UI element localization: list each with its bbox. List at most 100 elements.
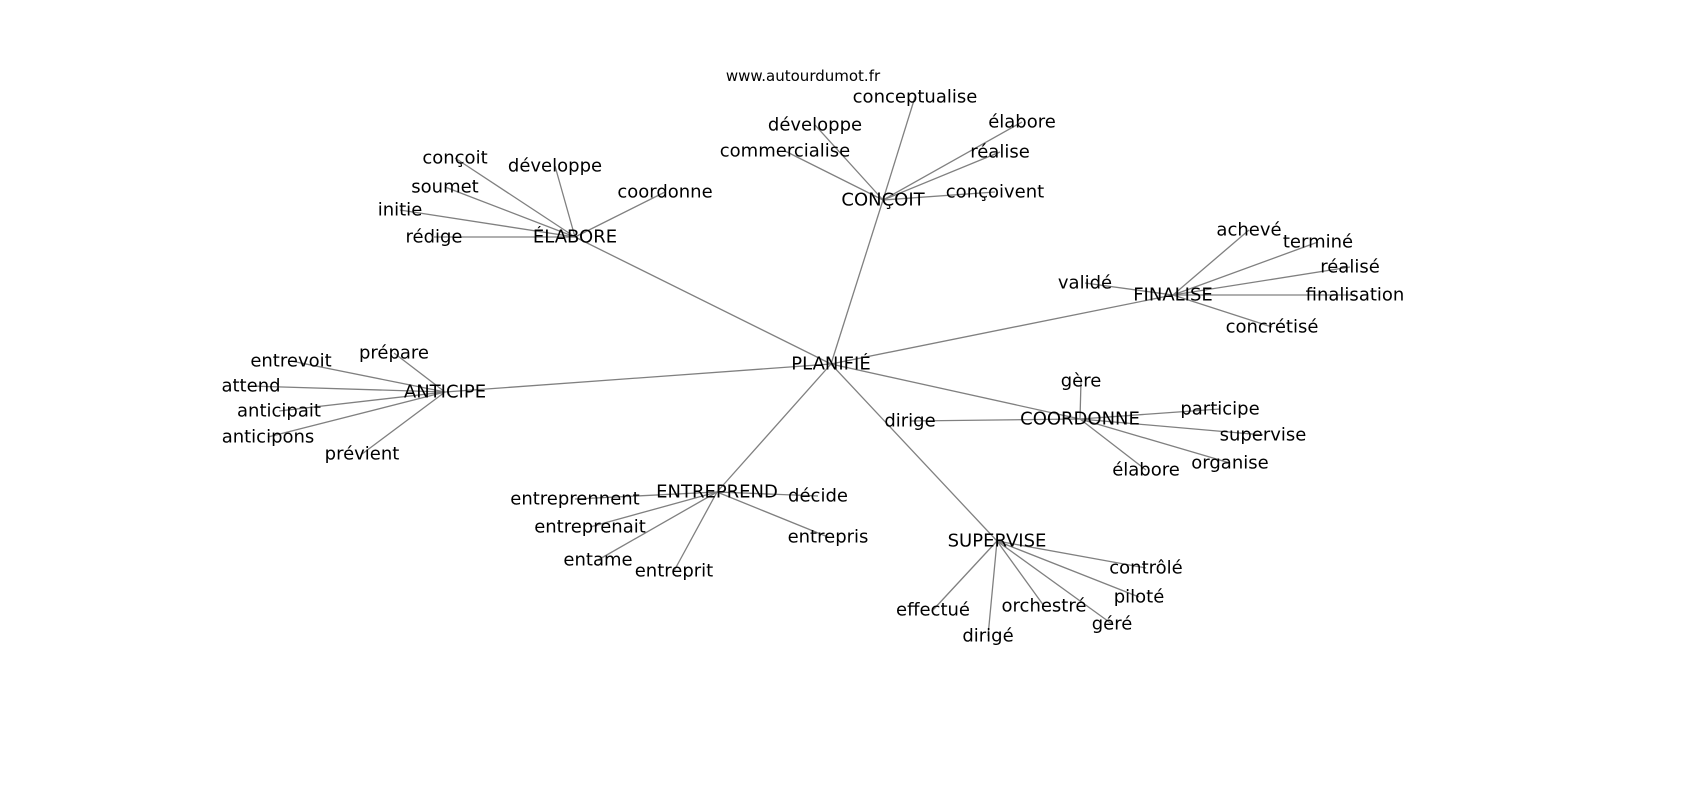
edge — [1084, 282, 1174, 296]
hub-node: ANTICIPE — [404, 382, 486, 403]
edge — [574, 491, 718, 500]
hub-node: ÉLABORE — [533, 226, 617, 248]
leaf-node: commercialise — [720, 141, 850, 162]
leaf-node: achevé — [1216, 220, 1281, 241]
edge — [290, 360, 446, 393]
edge — [454, 157, 576, 238]
leaf-node: conceptualise — [853, 87, 978, 108]
leaf-node: contrôlé — [1109, 558, 1182, 579]
leaf-node: finalisation — [1306, 285, 1405, 306]
leaf-node: géré — [1092, 614, 1133, 635]
edge — [597, 491, 718, 561]
edge — [673, 491, 718, 572]
hub-node: ENTREPREND — [656, 482, 778, 503]
edge — [1079, 418, 1264, 436]
edge — [996, 540, 1045, 607]
source-title: www.autourdumot.fr — [726, 67, 881, 85]
edge — [716, 363, 832, 493]
edge — [830, 363, 1081, 420]
leaf-node: rédige — [405, 227, 462, 248]
edge — [393, 352, 446, 393]
edge — [574, 191, 666, 238]
leaf-node: concrétisé — [1226, 317, 1319, 338]
edges — [250, 96, 1355, 637]
leaf-node: entrevoit — [250, 351, 331, 372]
leaf-node: entreprit — [635, 561, 714, 582]
leaf-node: dirige — [884, 411, 935, 432]
edge — [574, 236, 832, 365]
hub-node: SUPERVISE — [948, 531, 1047, 552]
leaf-node: effectué — [896, 600, 970, 621]
edge — [554, 165, 576, 238]
leaf-node: supervise — [1220, 425, 1307, 446]
leaf-node: anticipait — [237, 401, 321, 422]
edge — [1172, 241, 1319, 296]
edge — [716, 491, 829, 538]
leaf-node: anticipons — [222, 427, 315, 448]
leaf-node: piloté — [1114, 587, 1165, 608]
edge — [1172, 266, 1351, 296]
leaf-node: gère — [1061, 371, 1102, 392]
leaf-node: attend — [221, 376, 280, 397]
edge — [882, 121, 1023, 201]
leaf-node: entreprenait — [534, 517, 646, 538]
edge — [278, 391, 446, 412]
edge — [784, 150, 884, 201]
hub-node: COORDONNE — [1020, 409, 1140, 430]
leaf-node: terminé — [1283, 232, 1353, 253]
edge — [830, 294, 1174, 365]
leaf-node: développe — [768, 115, 862, 136]
edge — [932, 540, 998, 611]
edge — [589, 491, 718, 528]
leaf-node: prévient — [325, 444, 400, 465]
edge — [716, 491, 819, 497]
leaf-node: prépare — [359, 343, 429, 364]
leaf-node: décide — [788, 486, 848, 507]
leaf-node: élabore — [1112, 460, 1180, 481]
edge — [830, 199, 884, 365]
edge — [830, 363, 998, 542]
leaf-node: conçoivent — [946, 182, 1044, 203]
leaf-node: orchestré — [1002, 596, 1087, 617]
edge — [1079, 418, 1231, 464]
leaf-node: réalise — [970, 142, 1030, 163]
edge — [267, 391, 446, 438]
edge — [1079, 380, 1082, 420]
leaf-node: conçoit — [422, 148, 487, 169]
leaf-node: développe — [508, 156, 602, 177]
edge — [814, 124, 884, 201]
edge — [987, 540, 998, 637]
edge — [882, 191, 996, 201]
leaf-node: validé — [1058, 273, 1112, 294]
edge — [996, 540, 1140, 598]
edge — [250, 385, 446, 393]
leaf-node: coordonne — [617, 182, 712, 203]
edge — [882, 151, 1001, 201]
leaf-node: initie — [378, 200, 423, 221]
nodes: PLANIFIÉ ÉLABORE conçoit développe soumet coo… — [221, 87, 1404, 647]
leaf-node: entame — [563, 550, 632, 571]
edge — [996, 540, 1113, 625]
edge — [1079, 418, 1147, 471]
edge — [882, 96, 916, 201]
root-node: PLANIFIÉ — [791, 353, 870, 375]
edge — [444, 363, 832, 393]
leaf-node: soumet — [411, 177, 478, 198]
hub-node: CONÇOIT — [841, 190, 925, 211]
edge — [1172, 294, 1273, 328]
leaf-node: organise — [1191, 453, 1268, 474]
leaf-node: élabore — [988, 112, 1056, 133]
leaf-node: participe — [1180, 399, 1259, 420]
leaf-node: entreprennent — [510, 489, 639, 510]
leaf-node: dirigé — [962, 626, 1013, 647]
edge — [909, 418, 1081, 422]
edge — [996, 540, 1147, 569]
edge — [361, 391, 446, 455]
leaf-node: entrepris — [788, 527, 869, 548]
edge — [1079, 408, 1221, 420]
hub-node: FINALISE — [1133, 285, 1213, 306]
edge — [1172, 229, 1250, 296]
edge — [444, 186, 576, 238]
edge — [399, 209, 576, 238]
